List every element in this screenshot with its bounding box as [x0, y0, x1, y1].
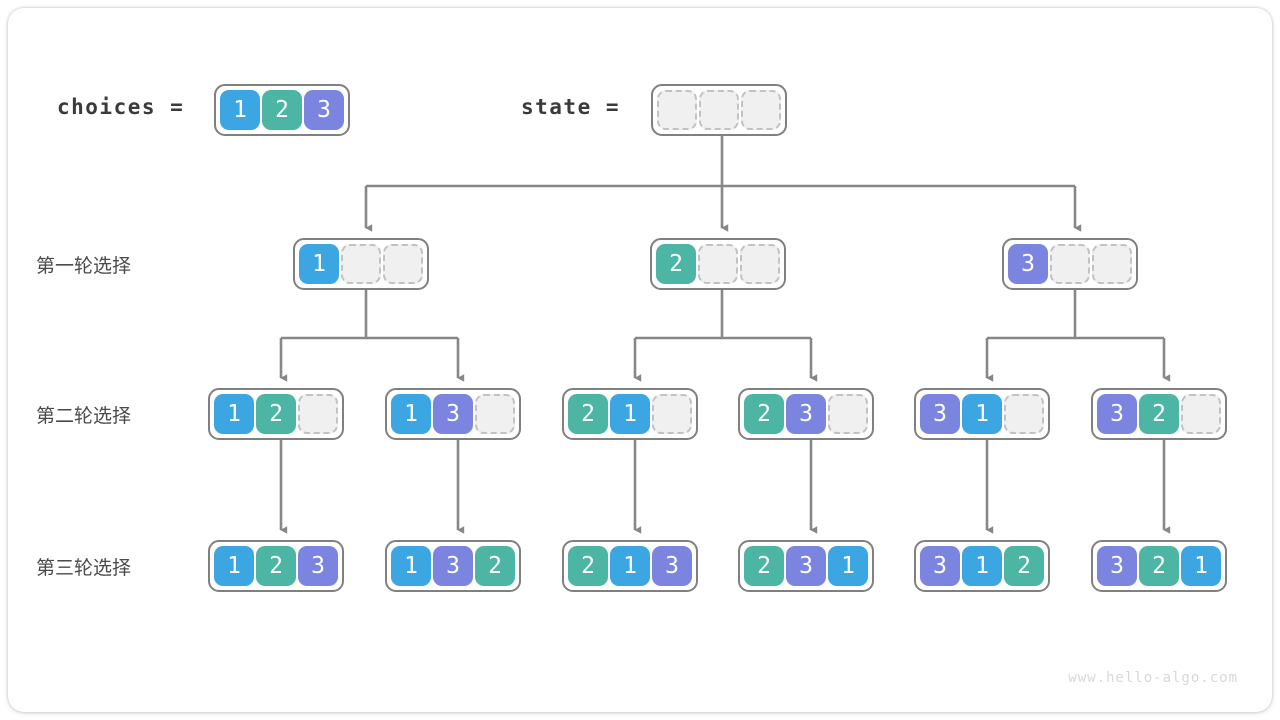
- watermark: www.hello-algo.com: [1068, 670, 1238, 686]
- cell-empty: [652, 394, 692, 434]
- cell-value-1: 1: [299, 244, 339, 284]
- cell-value-1: 1: [962, 394, 1002, 434]
- cell-value-1: 1: [214, 394, 254, 434]
- cell-empty: [699, 90, 739, 130]
- cell-value-2: 2: [656, 244, 696, 284]
- cell-value-2: 2: [256, 546, 296, 586]
- cell-value-1: 1: [610, 394, 650, 434]
- cell-value-3: 3: [920, 394, 960, 434]
- row-label-round-3: 第三轮选择: [36, 557, 132, 579]
- cell-value-2: 2: [744, 546, 784, 586]
- cell-empty: [741, 90, 781, 130]
- cell-empty: [341, 244, 381, 284]
- row-label-round-2: 第二轮选择: [36, 405, 132, 427]
- state-node-r1-1: 1: [293, 238, 429, 290]
- cell-value-3: 3: [786, 546, 826, 586]
- state-label: state =: [521, 95, 621, 119]
- state-node-r1-3: 3: [1002, 238, 1138, 290]
- cell-empty: [298, 394, 338, 434]
- cell-value-2: 2: [475, 546, 515, 586]
- cell-empty: [828, 394, 868, 434]
- cell-value-2: 2: [1004, 546, 1044, 586]
- cell-empty: [1050, 244, 1090, 284]
- cell-empty: [383, 244, 423, 284]
- cell-value-3: 3: [298, 546, 338, 586]
- cell-value-2: 2: [262, 90, 302, 130]
- cell-value-1: 1: [962, 546, 1002, 586]
- row-label-round-1: 第一轮选择: [36, 255, 132, 277]
- cell-value-1: 1: [220, 90, 260, 130]
- diagram-frame: [8, 8, 1272, 712]
- cell-value-3: 3: [1097, 546, 1137, 586]
- cell-value-3: 3: [920, 546, 960, 586]
- cell-value-2: 2: [568, 546, 608, 586]
- cell-value-2: 2: [568, 394, 608, 434]
- cell-empty: [657, 90, 697, 130]
- choices-label: choices =: [57, 95, 185, 119]
- cell-value-1: 1: [391, 394, 431, 434]
- cell-empty: [740, 244, 780, 284]
- cell-value-1: 1: [214, 546, 254, 586]
- cell-empty: [1092, 244, 1132, 284]
- cell-value-3: 3: [1008, 244, 1048, 284]
- cell-empty: [698, 244, 738, 284]
- cell-value-1: 1: [391, 546, 431, 586]
- cell-value-3: 3: [1097, 394, 1137, 434]
- cell-value-3: 3: [433, 394, 473, 434]
- cell-empty: [1004, 394, 1044, 434]
- cell-value-2: 2: [256, 394, 296, 434]
- cell-value-3: 3: [652, 546, 692, 586]
- cell-empty: [1181, 394, 1221, 434]
- cell-value-2: 2: [1139, 394, 1179, 434]
- cell-value-1: 1: [610, 546, 650, 586]
- state-node-r1-2: 2: [650, 238, 786, 290]
- cell-value-3: 3: [433, 546, 473, 586]
- cell-value-1: 1: [828, 546, 868, 586]
- cell-value-1: 1: [1181, 546, 1221, 586]
- cell-value-2: 2: [1139, 546, 1179, 586]
- cell-empty: [475, 394, 515, 434]
- cell-value-3: 3: [304, 90, 344, 130]
- state-array: [651, 84, 787, 136]
- cell-value-3: 3: [786, 394, 826, 434]
- cell-value-2: 2: [744, 394, 784, 434]
